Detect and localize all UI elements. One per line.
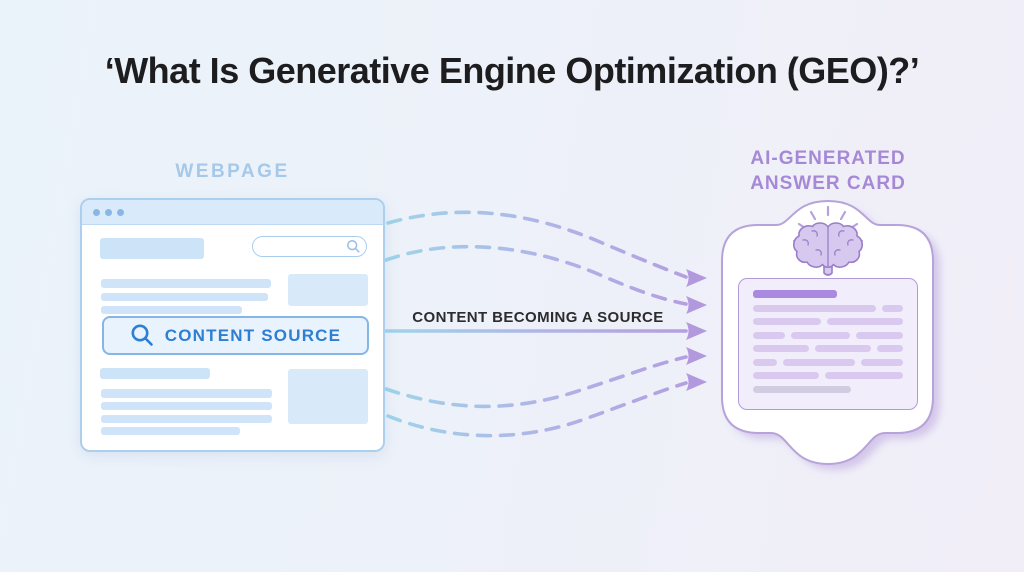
text-line-placeholder xyxy=(101,415,272,423)
answer-line xyxy=(753,345,903,352)
text-line-placeholder xyxy=(101,306,242,314)
text-line-placeholder xyxy=(101,279,271,288)
answer-line xyxy=(753,331,903,339)
heading-placeholder xyxy=(100,368,210,379)
content-source-button[interactable]: CONTENT SOURCE xyxy=(102,316,369,355)
browser-header xyxy=(82,200,383,225)
search-icon xyxy=(346,239,360,253)
webpage-window: CONTENT SOURCE xyxy=(80,198,385,452)
search-input[interactable] xyxy=(252,236,367,257)
flow-label: CONTENT BECOMING A SOURCE xyxy=(412,309,664,326)
image-placeholder xyxy=(288,369,368,424)
text-line-placeholder xyxy=(101,293,268,301)
search-icon xyxy=(131,324,153,346)
answer-card-label-line2: ANSWER CARD xyxy=(750,173,906,194)
window-control-dot-icon xyxy=(117,208,124,216)
answer-text-panel xyxy=(738,278,918,410)
nav-placeholder xyxy=(100,238,204,259)
image-placeholder xyxy=(288,274,368,306)
webpage-label: WEBPAGE xyxy=(175,161,290,182)
answer-title-bar xyxy=(753,290,837,298)
flow-arrow-dashed-4 xyxy=(386,381,688,438)
answer-line xyxy=(753,385,903,393)
answer-line xyxy=(753,318,903,325)
flow-arrows xyxy=(384,210,688,438)
content-source-label: CONTENT SOURCE xyxy=(164,325,342,345)
text-line-placeholder xyxy=(101,427,240,435)
window-control-dot-icon xyxy=(93,208,100,216)
window-control-dot-icon xyxy=(105,208,112,216)
brain-icon xyxy=(792,205,864,276)
flow-arrow-dashed-2 xyxy=(384,244,688,306)
answer-line xyxy=(753,358,903,366)
answer-card-label: AI-GENERATED ANSWER CARD xyxy=(710,146,946,196)
flow-arrowheads xyxy=(686,269,707,391)
answer-line xyxy=(753,304,903,312)
page-title: ‘What Is Generative Engine Optimization … xyxy=(104,50,920,91)
flow-arrow-dashed-1 xyxy=(386,210,688,279)
text-line-placeholder xyxy=(101,389,272,398)
flow-arrow-dashed-3 xyxy=(384,355,688,409)
text-line-placeholder xyxy=(101,402,272,410)
answer-card-label-line1: AI-GENERATED xyxy=(750,148,906,169)
answer-line xyxy=(753,372,903,379)
